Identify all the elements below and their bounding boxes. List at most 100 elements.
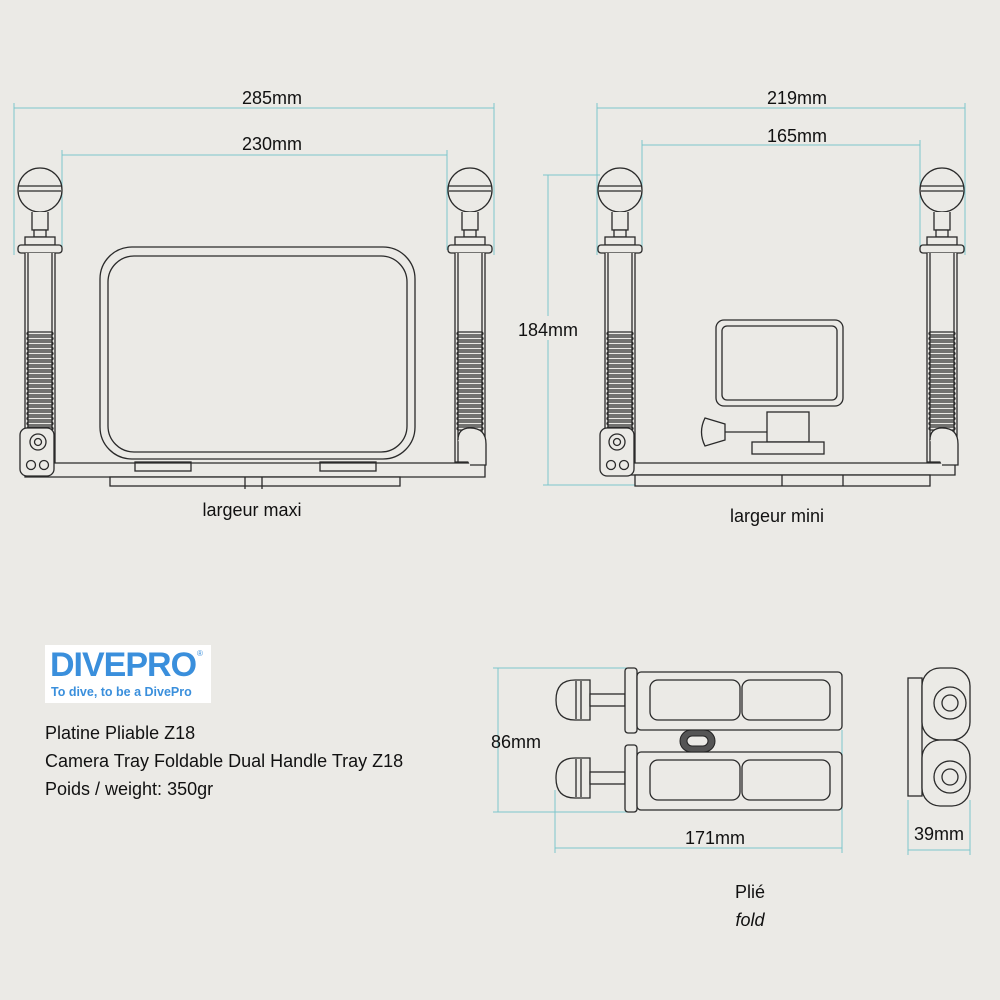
dim-overall-width-min: 219mm bbox=[767, 88, 827, 108]
grip-rib bbox=[606, 336, 634, 341]
grip-rib bbox=[606, 386, 634, 391]
grip-rib bbox=[456, 341, 484, 346]
grip-rib bbox=[928, 351, 956, 356]
grip-ribbing bbox=[26, 331, 54, 431]
grip-rib bbox=[606, 401, 634, 406]
grip-rib bbox=[26, 396, 54, 401]
left-handle-min bbox=[597, 167, 643, 463]
camera-mount bbox=[766, 411, 810, 443]
grip-rib bbox=[26, 376, 54, 381]
grip-rib bbox=[928, 411, 956, 416]
left-handle bbox=[17, 167, 63, 463]
grip-rib bbox=[928, 391, 956, 396]
grip-rib bbox=[606, 416, 634, 421]
grip-rib bbox=[26, 381, 54, 386]
grip-rib bbox=[456, 391, 484, 396]
right-handle bbox=[447, 167, 493, 463]
grip-rib bbox=[456, 366, 484, 371]
logo-header: DIVEPRO ® bbox=[50, 646, 203, 684]
product-title-en: Camera Tray Foldable Dual Handle Tray Z1… bbox=[45, 751, 404, 771]
grip-rib bbox=[606, 406, 634, 411]
caption-max-width: largeur maxi bbox=[202, 500, 301, 520]
grip-rib bbox=[456, 386, 484, 391]
grip-rib bbox=[606, 376, 634, 381]
grip-rib bbox=[26, 361, 54, 366]
grip-rib bbox=[928, 386, 956, 391]
grip-rib bbox=[456, 351, 484, 356]
dim-length-folded: 171mm bbox=[685, 828, 745, 848]
tray-bar bbox=[24, 462, 486, 478]
grip-rib bbox=[26, 416, 54, 421]
grip-rib bbox=[928, 396, 956, 401]
view-folded: 86mm 171mm 39mm bbox=[491, 667, 971, 930]
grip-rib bbox=[26, 356, 54, 361]
dim-handle-spacing-min: 165mm bbox=[767, 126, 827, 146]
action-camera bbox=[715, 319, 844, 407]
grip-rib bbox=[928, 341, 956, 346]
grip-rib bbox=[606, 381, 634, 386]
grip-rib bbox=[26, 406, 54, 411]
dim-depth-folded: 39mm bbox=[914, 824, 964, 844]
grip-rib bbox=[606, 346, 634, 351]
grip-rib bbox=[606, 356, 634, 361]
grip-rib bbox=[928, 336, 956, 341]
grip-rib bbox=[456, 396, 484, 401]
grip-rib bbox=[456, 371, 484, 376]
folded-handle-top bbox=[555, 667, 843, 734]
grip-rib bbox=[606, 371, 634, 376]
grip-rib bbox=[606, 411, 634, 416]
logo-wordmark: DIVEPRO bbox=[50, 646, 197, 684]
grip-rib bbox=[456, 356, 484, 361]
grip-rib bbox=[456, 336, 484, 341]
divepro-logo: DIVEPRO ® To dive, to be a DivePro bbox=[45, 645, 211, 703]
grip-rib bbox=[26, 346, 54, 351]
right-handle-min bbox=[919, 167, 965, 463]
caption-min-width: largeur mini bbox=[730, 506, 824, 526]
grip-rib bbox=[26, 351, 54, 356]
grip-rib bbox=[928, 376, 956, 381]
grip-rib bbox=[606, 351, 634, 356]
grip-rib bbox=[928, 366, 956, 371]
dim-height-min: 184mm bbox=[518, 320, 578, 340]
grip-rib bbox=[26, 421, 54, 426]
grip-rib bbox=[928, 371, 956, 376]
dim-height-folded: 86mm bbox=[491, 732, 541, 752]
grip-rib bbox=[928, 331, 956, 336]
grip-rib bbox=[928, 361, 956, 366]
grip-rib bbox=[26, 336, 54, 341]
grip-rib bbox=[456, 421, 484, 426]
folded-side-view bbox=[907, 667, 971, 807]
grip-rib bbox=[456, 406, 484, 411]
grip-ribbing bbox=[606, 331, 634, 431]
caption-folded: Plié bbox=[735, 882, 765, 902]
grip-rib bbox=[606, 391, 634, 396]
grip-rib bbox=[928, 356, 956, 361]
grip-rib bbox=[606, 396, 634, 401]
grip-rib bbox=[26, 411, 54, 416]
grip-rib bbox=[26, 331, 54, 336]
grip-rib bbox=[928, 346, 956, 351]
grip-rib bbox=[456, 416, 484, 421]
grip-rib bbox=[456, 346, 484, 351]
grip-rib bbox=[26, 371, 54, 376]
view-min-width: 219mm 165mm 184mm largeur mini bbox=[515, 88, 966, 526]
grip-rib bbox=[928, 401, 956, 406]
grip-rib bbox=[606, 421, 634, 426]
grip-rib bbox=[26, 341, 54, 346]
grip-ribbing bbox=[456, 331, 484, 431]
product-weight: Poids / weight: 350gr bbox=[45, 779, 214, 799]
grip-rib bbox=[606, 331, 634, 336]
grip-rib bbox=[928, 406, 956, 411]
grip-rib bbox=[26, 401, 54, 406]
grip-rib bbox=[456, 401, 484, 406]
folded-handle-bottom bbox=[555, 744, 843, 813]
grip-rib bbox=[26, 366, 54, 371]
grip-rib bbox=[456, 361, 484, 366]
grip-rib bbox=[26, 386, 54, 391]
view-max-width: 285mm 230mm largeur maxi bbox=[13, 88, 495, 520]
housing-frame bbox=[99, 246, 416, 460]
grip-rib bbox=[456, 331, 484, 336]
dim-overall-width-max: 285mm bbox=[242, 88, 302, 108]
